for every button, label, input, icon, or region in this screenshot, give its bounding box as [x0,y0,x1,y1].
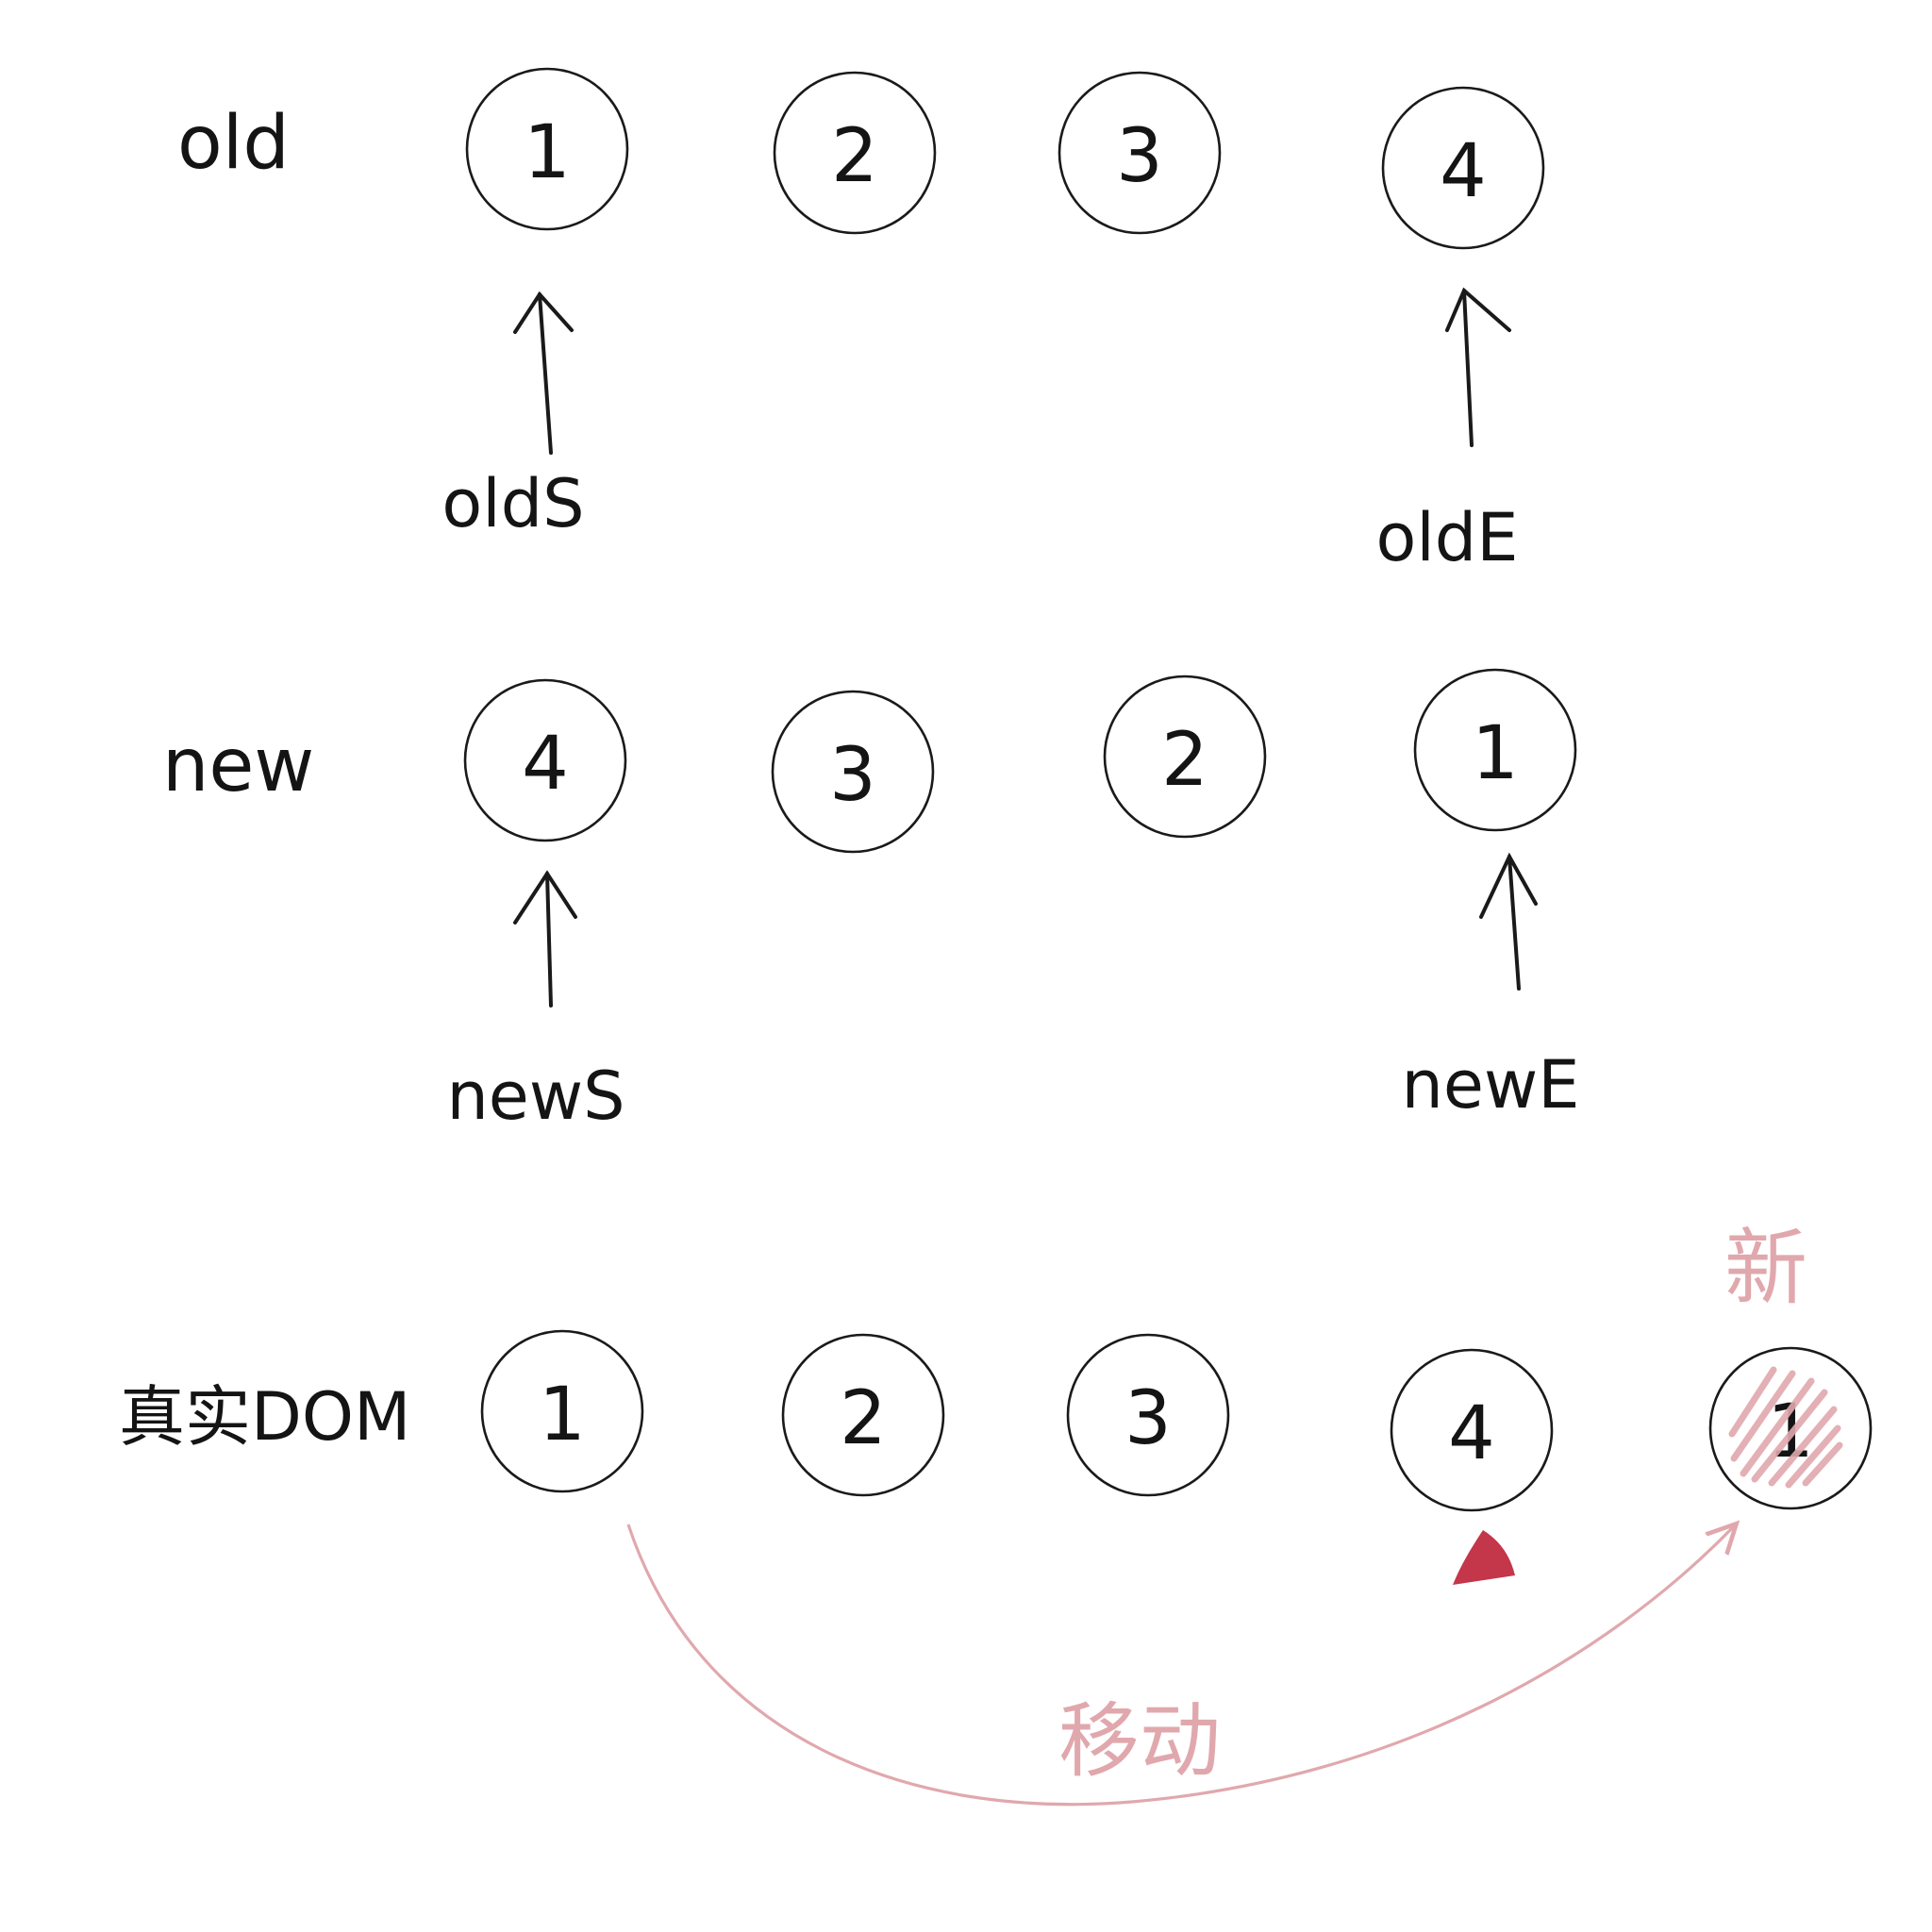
new-node-2: 2 [1103,675,1267,839]
old-node-4-label: 4 [1440,129,1487,214]
old-node-1: 1 [465,67,629,231]
dom-node-1: 1 [480,1329,644,1493]
dom-node-4: 4 [1390,1348,1554,1512]
old-node-1-label: 1 [524,110,571,195]
new-node-4: 4 [463,678,627,842]
new-end-pointer: newE [1402,852,1580,1124]
old-node-2-label: 2 [831,114,878,199]
move-arc [626,1524,1734,1807]
old-node-3-label: 3 [1116,114,1163,199]
new-tag-label: 新 [1724,1220,1807,1317]
old-end-label: oldE [1376,499,1519,576]
old-start-label: oldS [441,465,584,542]
new-start-pointer: newS [446,870,625,1135]
new-end-label: newE [1402,1046,1580,1124]
old-end-pointer: oldE [1376,287,1519,576]
new-node-4-label: 4 [522,722,569,807]
dom-node-1-label: 1 [539,1373,586,1457]
move-label: 移动 [1058,1694,1221,1789]
old-start-pointer: oldS [441,291,585,542]
dom-node-3-label: 3 [1124,1376,1172,1461]
old-node-2: 2 [773,71,937,235]
row-label-old: old [177,101,290,186]
insert-position-marker [1453,1530,1515,1585]
new-node-2-label: 2 [1161,718,1208,803]
new-node-1-label: 1 [1472,711,1519,796]
scribble-overlay [1728,1366,1843,1489]
row-label-real-dom: 真实DOM [119,1378,410,1456]
dom-new-node: 1 [1708,1346,1873,1510]
new-node-3-label: 3 [829,733,876,818]
dom-node-4-label: 4 [1448,1391,1495,1476]
dom-node-2: 2 [781,1333,945,1497]
old-node-4: 4 [1381,86,1545,250]
new-start-label: newS [446,1058,625,1135]
row-label-new: new [162,724,314,808]
new-node-1: 1 [1413,668,1577,832]
dom-node-2-label: 2 [840,1376,887,1461]
new-node-3: 3 [771,690,935,854]
dom-node-3: 3 [1066,1333,1230,1497]
old-node-3: 3 [1058,71,1222,235]
